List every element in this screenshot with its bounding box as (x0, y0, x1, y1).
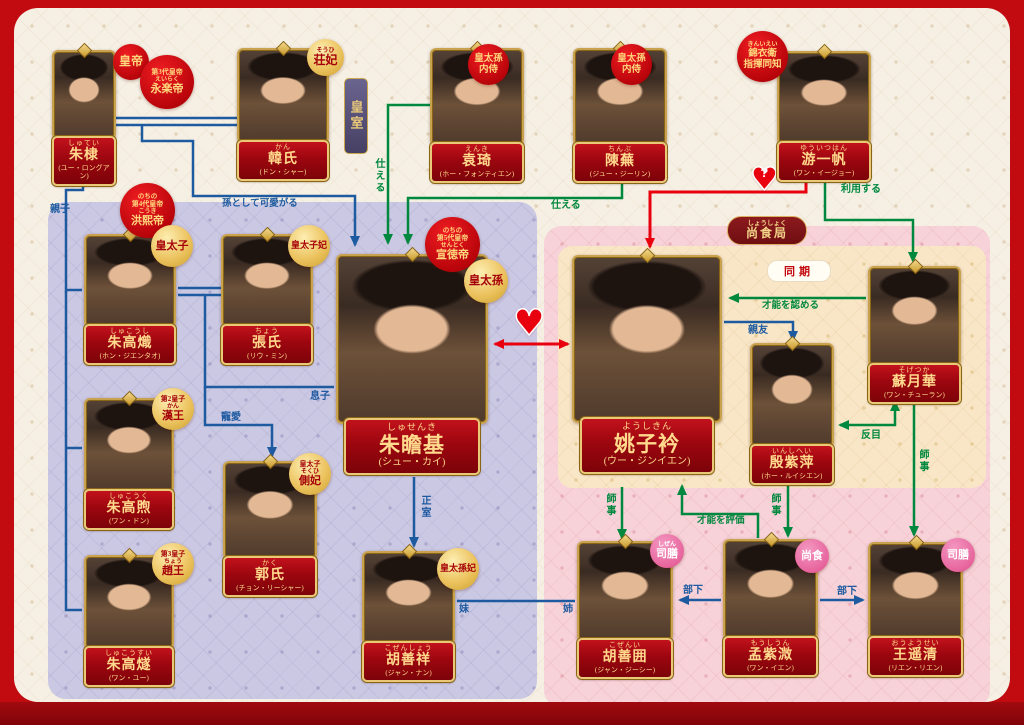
frame-bottom-shade (0, 702, 1024, 725)
food-bureau-label: しょうしょく 尚食局 (727, 216, 807, 245)
relation-label-younger-sister: 妹 (459, 604, 469, 615)
relation-label-best-friend: 親友 (748, 325, 768, 336)
relation-label-serves-b: 仕える (551, 200, 581, 211)
peers-label: 同期 (767, 260, 831, 282)
badge-sishan-hu-shanwei: しぜん 司膳 (650, 534, 684, 568)
portrait-yao-zijin (572, 255, 722, 423)
relation-label-studies-under-b: 師事 (769, 493, 780, 517)
relation-label-recognizes-talent: 才能を認める (762, 300, 820, 311)
relation-label-values-talent: 才能を評価 (697, 515, 745, 526)
relation-label-parent-child: 親子 (50, 204, 70, 215)
question-mark: ? (760, 165, 769, 180)
card-zhu-gaoxu[interactable]: しゅこうく朱高煦(ワン・ドン) (84, 398, 174, 531)
badge-imperial-grandson-consort: 皇太孫妃 (437, 548, 479, 590)
card-yin-ziping[interactable]: いんしへい殷紫萍(ホー・ルイシエン) (750, 343, 834, 486)
relation-label-elder-sister: 姉 (563, 604, 573, 615)
badge-crown-princess: 皇太子妃 (288, 225, 330, 267)
badge-attendant-chen-wu: 皇太孫 内侍 (611, 44, 652, 85)
card-zhu-di[interactable]: しゅてい朱棣(ユー・ロングアン) (52, 50, 116, 186)
relation-label-favor: 寵愛 (221, 412, 241, 423)
card-zhu-gaosui[interactable]: しゅこうすい朱高燧(ワン・ユー) (84, 555, 174, 688)
badge-imperial-guard: きんいえい 錦衣衛 指揮同知 (737, 31, 788, 82)
badge-shangshi-meng-ziwei: 尚食 (795, 539, 829, 573)
portrait-su-yuehua (868, 266, 961, 367)
card-zhu-zhanji[interactable]: しゅせんき朱瞻基(シュー・カイ) (336, 254, 488, 476)
badge-era-yongle: 第3代皇帝 えいらく 永楽帝 (140, 55, 194, 109)
relation-label-studies-under-a: 師事 (604, 493, 615, 517)
card-yao-zijin[interactable]: ようしきん姚子衿(ウー・ジンイエン) (572, 255, 722, 475)
uncertain-love-heart-icon: ♥? (749, 159, 779, 199)
relation-label-serves-a: 仕える (373, 158, 384, 194)
badge-era-xuande: のちの 第5代皇帝 せんとく 宣徳帝 (425, 217, 480, 272)
portrait-you-yifan (777, 51, 871, 145)
imperial-family-label: 皇室 (344, 78, 368, 154)
card-zhu-gaochi[interactable]: しゅこうし朱高熾(ホン・ジエンタオ) (84, 234, 176, 366)
badge-imperial-grandson: 皇太孫 (464, 259, 508, 303)
badge-secondary-consort: 皇太子 そくひ 側妃 (289, 453, 331, 495)
portrait-zhu-di (52, 50, 116, 140)
badge-crown-prince: 皇太子 (151, 225, 193, 267)
portrait-yin-ziping (750, 343, 834, 448)
badge-consort-zhuang: そうひ 荘妃 (307, 39, 344, 76)
relation-label-dotes-on-grandson: 孫として可愛がる (222, 198, 298, 209)
relation-label-antagonism: 反目 (861, 430, 881, 441)
love-heart-icon: ♥ (512, 302, 546, 345)
badge-prince-zhao: 第3皇子 ちょう 趙王 (152, 543, 194, 585)
badge-attendant-yuan-qi: 皇太孫 内侍 (468, 44, 509, 85)
card-hu-shanwei[interactable]: こぜんい胡善囲(ジャン・ジーシー) (577, 541, 673, 680)
card-su-yuehua[interactable]: そげつか蘇月華(ワン・チューラン) (868, 266, 961, 405)
relation-label-son: 息子 (310, 391, 330, 402)
relation-label-studies-under-c: 師事 (917, 449, 928, 473)
relation-label-legal-wife: 正室 (419, 495, 430, 519)
card-you-yifan[interactable]: ゆういつはん游一帆(ワン・イージョー) (777, 51, 871, 183)
relation-label-uses: 利用する (841, 184, 881, 195)
card-meng-ziwei[interactable]: もうしうん孟紫溦(ワン・イエン) (723, 539, 818, 678)
badge-sishan-wang-yaoqing: 司膳 (941, 538, 975, 572)
badge-prince-han: 第2皇子 かん 漢王 (152, 388, 194, 430)
relation-label-subordinate-b: 部下 (837, 586, 857, 597)
relation-label-subordinate-a: 部下 (683, 585, 703, 596)
